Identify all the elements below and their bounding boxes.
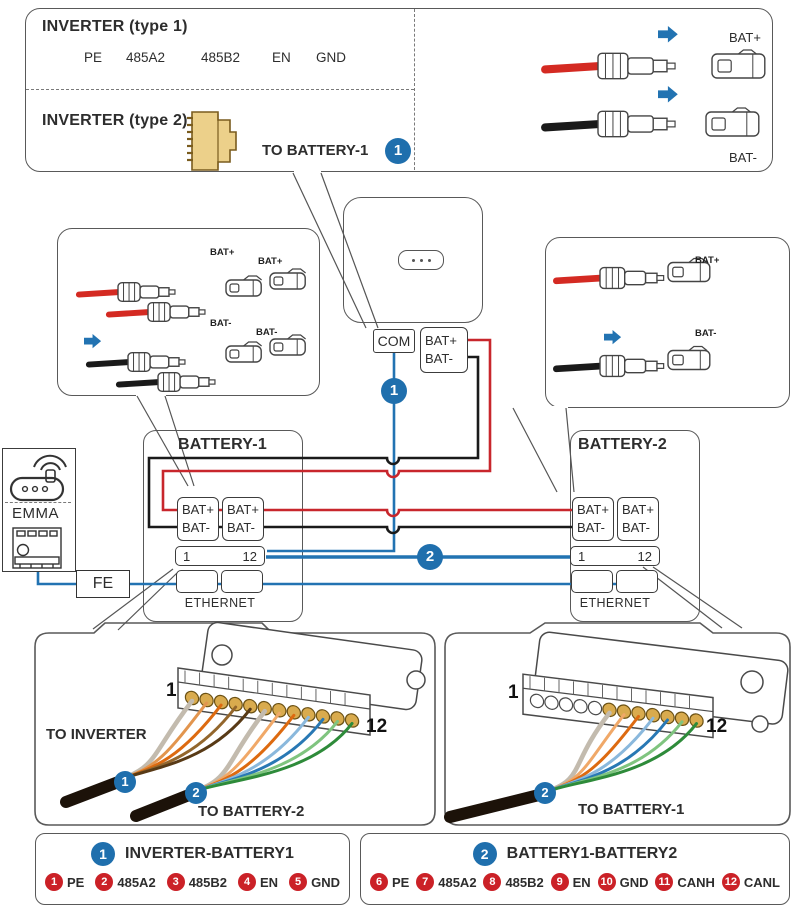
top-bat-plus-label: BAT+ [729,30,761,45]
terminal-left-first: 1 [166,680,177,701]
pin-485a2: 485A2 [126,50,166,65]
battery2-eth-port-a [571,570,613,593]
terminal-right-last: 12 [706,716,728,737]
to-battery1-callout-label: TO BATTERY-1 [262,142,369,159]
bubble1-bat-minus-b: BAT- [256,327,278,338]
battery1-connector-callout [57,228,320,396]
battery2-bat-port-a: BAT+BAT- [572,497,614,541]
terminal-right-badge2: 2 [534,782,556,804]
battery1-battery2-badge: 2 [417,544,443,570]
battery1-eth-port-a [176,570,218,593]
inverter-type1-label: INVERTER (type 1) [42,18,188,35]
terminal-left-last: 12 [366,716,388,737]
battery2-ethernet-label: ETHERNET [579,596,651,610]
terminal-right-first: 1 [508,682,519,703]
pin-gnd: GND [316,50,346,65]
inverter-battery1-badge: 1 [381,378,407,404]
legend1-title: INVERTER-BATTERY1 [125,845,294,862]
bubble1-bat-plus-a: BAT+ [210,247,235,258]
battery2-bat-port-b: BAT+BAT- [617,497,659,541]
terminal-left-badge1: 1 [114,771,136,793]
legend2-badge: 2 [472,842,497,866]
bubble1-bat-minus-a: BAT- [210,318,232,329]
legend2-title: BATTERY1-BATTERY2 [506,845,678,862]
battery1-title: BATTERY-1 [178,436,267,453]
pin-en: EN [272,50,291,65]
to-battery1-label: TO BATTERY-1 [578,801,685,818]
inverter-device [343,197,483,323]
inverter-bat-port: BAT+BAT- [420,327,468,373]
terminal-block-right [444,631,789,823]
bubble1-bat-plus-b: BAT+ [258,256,283,267]
battery1-eth-port-b [221,570,263,593]
battery2-connector-callout [545,237,790,408]
battery1-bat-port-a: BAT+BAT- [177,497,219,541]
fe-port: FE [76,570,130,598]
panel-horizontal-divider [26,89,414,90]
cable-to-battery1 [444,787,553,823]
battery2-title: BATTERY-2 [578,436,667,453]
pin-pe: PE [84,50,103,65]
top-bat-minus-label: BAT- [729,150,757,165]
inverter-type2-label: INVERTER (type 2) [42,112,188,129]
panel-vertical-divider [414,9,415,170]
cable-to-inverter [60,775,127,808]
to-battery2-label: TO BATTERY-2 [198,803,305,820]
inverter-indicator [398,250,444,270]
emma-label: EMMA [12,505,59,522]
to-inverter-label: TO INVERTER [46,726,147,743]
bubble2-bat-minus: BAT- [695,328,717,339]
pin-485b2: 485B2 [201,50,241,65]
terminal-right-panel [444,622,791,826]
battery1-bat-port-b: BAT+BAT- [222,497,264,541]
battery1-ethernet-label: ETHERNET [184,596,256,610]
battery2-eth-port-b [616,570,658,593]
bubble2-bat-plus: BAT+ [695,255,720,266]
legend1-badge: 1 [91,842,116,866]
terminal-left-badge2: 2 [185,782,207,804]
emma-divider [5,502,71,503]
to-battery1-callout-badge: 1 [385,138,411,164]
com-port: COM [373,329,415,353]
